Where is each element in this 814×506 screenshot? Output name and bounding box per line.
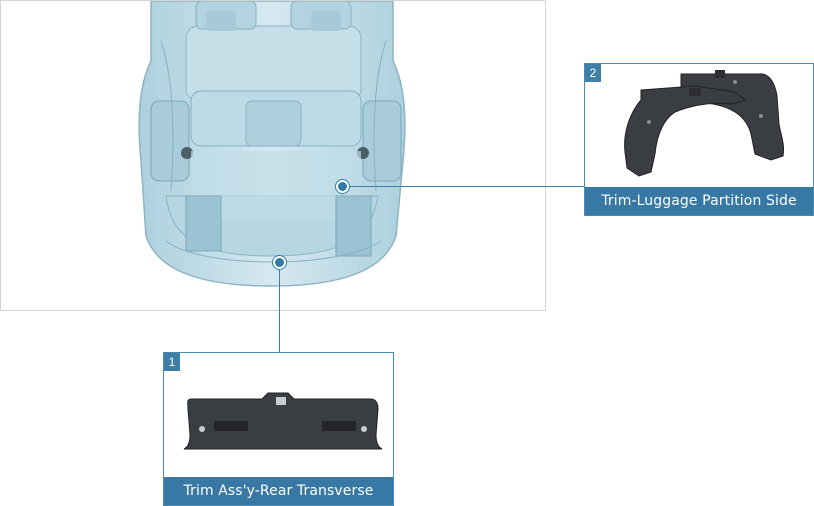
car-top-view-image	[138, 1, 406, 287]
hotspot-part-1[interactable]	[273, 256, 286, 269]
luggage-partition-side-image	[624, 70, 784, 177]
part-number-badge: 1	[164, 353, 180, 371]
part-card-1[interactable]: 1 Trim Ass'y-Rear Transverse	[163, 352, 394, 506]
rear-transverse-trim-image	[183, 392, 383, 450]
part-number-badge: 2	[585, 64, 601, 82]
callout-line-part-1	[279, 262, 280, 352]
part-card-2[interactable]: 2 Trim-Luggage Partition Side	[584, 63, 814, 216]
hotspot-part-2[interactable]	[336, 180, 349, 193]
vehicle-view-frame	[0, 0, 546, 311]
part-name-label: Trim Ass'y-Rear Transverse	[164, 477, 393, 505]
part-name-label: Trim-Luggage Partition Side	[585, 187, 813, 215]
callout-line-part-2	[342, 186, 584, 187]
